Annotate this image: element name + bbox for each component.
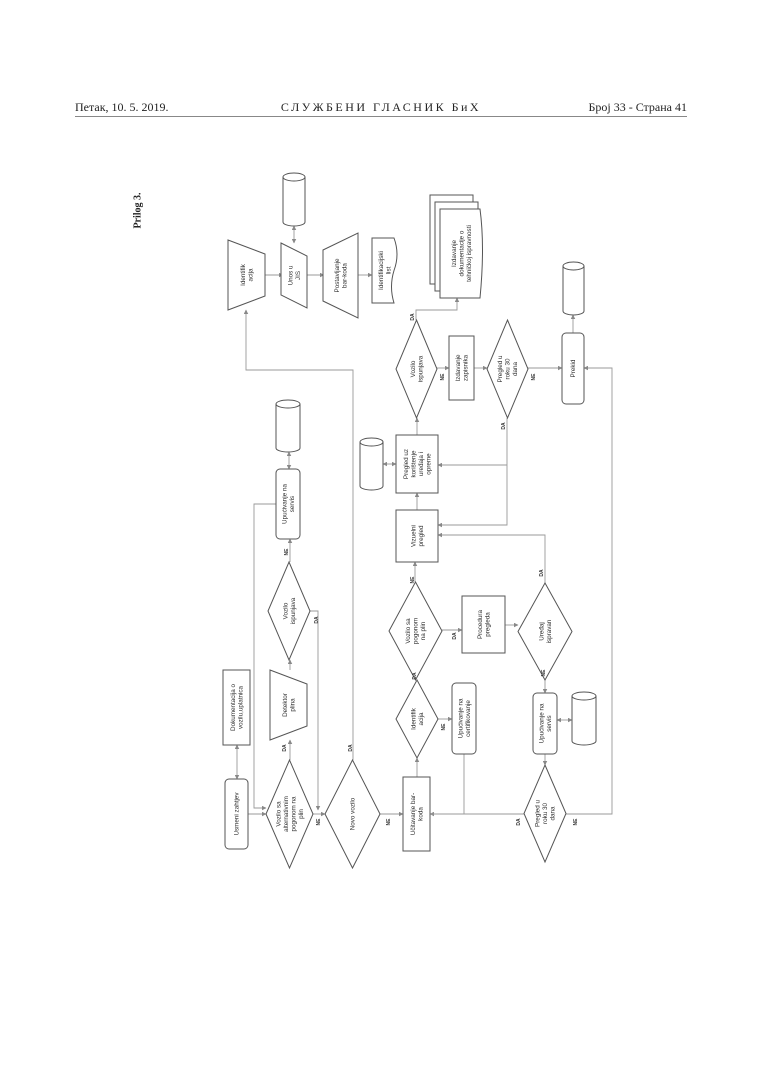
prekid-label: Prekid	[570, 359, 577, 377]
no-branch-label: NE	[541, 669, 547, 677]
vozilo-isp2-node	[395, 318, 438, 420]
no-branch-label: NE	[531, 373, 537, 381]
yes-branch-label: DA	[501, 422, 507, 430]
vozilo-pogon-label: Vozilo sapogonomna plin	[405, 618, 427, 644]
connector-arrow	[437, 418, 508, 528]
no-branch-label: NE	[386, 818, 392, 826]
vizuelni-label: Vizuelnipregled	[410, 525, 425, 547]
ident-list-node	[371, 237, 398, 304]
upuc-cert-label: Upućivanje nacertifikovanje	[457, 698, 472, 738]
page-header: Петак, 10. 5. 2019. СЛУЖБЕНИ ГЛАСНИК БиХ…	[75, 100, 687, 117]
dokumentacija-label: Dokumentacija ovozilu,uplatnica	[230, 684, 245, 731]
usmeni-node	[224, 778, 249, 850]
pregled30-bot-node	[523, 763, 567, 864]
no-branch-label: NE	[573, 818, 579, 826]
connector-arrow	[243, 309, 354, 760]
header-issue-page: Број 33 - Страна 41	[588, 100, 687, 114]
unos-label: Unos uJIS	[287, 265, 302, 285]
upuc-cert-node	[451, 682, 477, 755]
izdavanje-dok-label: Izdavanjedokumentacije otehničkoj isprav…	[451, 225, 473, 282]
pregled30-top-label: Pregled uroku 30dana	[497, 355, 519, 382]
connector-arrow	[566, 365, 613, 815]
yes-branch-label: DA	[314, 616, 320, 624]
vozilo-isp1-label: Voziloispunjava	[282, 597, 297, 624]
procedura-node	[461, 595, 506, 654]
database-icon	[562, 261, 585, 316]
yes-branch-label: DA	[452, 632, 458, 640]
yes-branch-label: DA	[348, 744, 354, 752]
pregled-uz-label: Pregled uzkorištenjeuređaja iopreme	[403, 449, 433, 479]
no-branch-label: NE	[316, 818, 322, 826]
upuc-servis1-label: Upućivanje naservis	[281, 484, 296, 524]
connector-arrow	[415, 297, 460, 320]
identif-dia-label: Identifikacija	[410, 707, 425, 730]
vozilo-pogon-node	[388, 580, 443, 682]
postavljanje-label: Postavljanjebar-koda	[334, 258, 349, 292]
procedura-label: Procedurapregleda	[477, 609, 492, 639]
detektor-label: Detektorplina	[282, 693, 297, 717]
izdavanje-zap-node	[448, 335, 475, 401]
izdavanje-zap-label: Izdavanjezapisnika	[455, 354, 470, 381]
connector-arrow	[429, 754, 465, 817]
vozilo-alt-node	[265, 758, 314, 870]
izdavanje-dok-node	[439, 208, 483, 299]
novo-vozilo-label: Novo vozilo	[350, 797, 357, 830]
no-branch-label: NE	[441, 723, 447, 731]
uredjaj-node	[517, 581, 573, 682]
yes-branch-label: DA	[539, 569, 545, 577]
yes-branch-label: DA	[412, 672, 418, 680]
unos-node	[280, 242, 308, 309]
ident-list-label: Identifikacijskilist	[378, 251, 393, 290]
yes-branch-label: DA	[516, 818, 522, 826]
uredjaj-label: Uređajispravan	[538, 619, 553, 643]
upuc-servis1-node	[275, 468, 301, 540]
vozilo-isp2-label: Voziloispunjava	[410, 355, 425, 382]
connector-arrow	[310, 610, 321, 811]
no-branch-label: NE	[284, 548, 290, 556]
identif-dia-node	[395, 678, 439, 760]
database-icon	[359, 437, 384, 491]
postavljanje-node	[322, 232, 359, 319]
ucitavanje-label: Učitavanje bar-koda	[410, 793, 425, 835]
vozilo-isp1-node	[267, 560, 311, 662]
identif-trap-label: Identifikacija	[240, 263, 255, 286]
yes-branch-label: DA	[410, 313, 416, 321]
no-branch-label: NE	[410, 576, 416, 584]
prekid-node	[561, 332, 585, 405]
usmeni-label: Usmeni zahtjev	[234, 792, 241, 836]
novo-vozilo-node	[324, 758, 381, 870]
database-icon	[571, 691, 597, 746]
database-icon	[275, 399, 301, 453]
header-publication: СЛУЖБЕНИ ГЛАСНИК БиХ	[280, 100, 482, 114]
no-branch-label: NE	[440, 373, 446, 381]
database-icon	[282, 172, 306, 227]
pregled30-top-node	[486, 318, 529, 420]
detektor-node	[269, 669, 308, 741]
connector-arrow	[437, 532, 546, 583]
pregled30-bot-label: Pregled uroku 30dana	[535, 800, 557, 827]
upuc-servis2-label: Upućivanje naservis	[538, 703, 553, 743]
dokumentacija-node	[222, 669, 251, 746]
ucitavanje-node	[402, 776, 431, 852]
identif-trap-node	[227, 239, 266, 311]
pregled-uz-node	[395, 434, 439, 494]
vozilo-alt-label: Vozilo saalternativnimpogonom naplin	[275, 796, 305, 832]
connector-arrow	[253, 503, 276, 811]
yes-branch-label: DA	[282, 744, 288, 752]
vizuelni-node	[395, 509, 439, 563]
upuc-servis2-node	[532, 692, 558, 755]
header-date: Петак, 10. 5. 2019.	[75, 100, 169, 114]
